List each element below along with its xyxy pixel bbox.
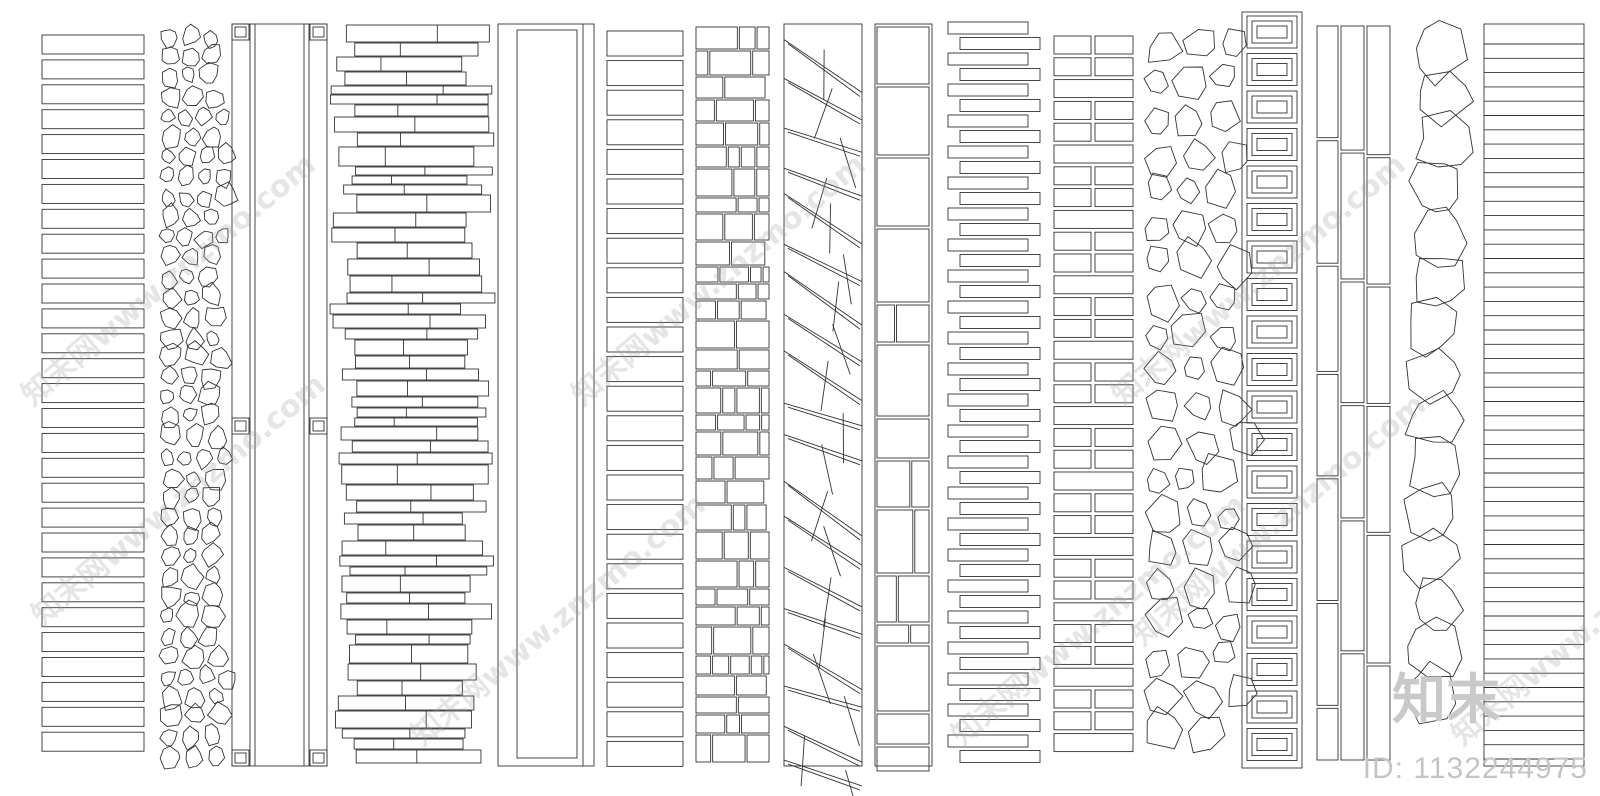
framed-strip-column bbox=[231, 23, 328, 767]
offset-plank-column bbox=[947, 21, 1041, 763]
staggered-slab-column bbox=[329, 24, 496, 764]
brick-pair-column bbox=[1053, 35, 1134, 753]
flagstone-column bbox=[1143, 28, 1265, 754]
rect-plank-column bbox=[41, 34, 145, 752]
asset-id-label: ID: 1132244975 bbox=[1362, 752, 1588, 785]
double-frame-column bbox=[497, 23, 595, 767]
crazy-pave-column bbox=[783, 23, 863, 796]
pebble-column bbox=[158, 23, 239, 770]
ashlar-column bbox=[695, 26, 770, 763]
random-block-column bbox=[874, 23, 933, 772]
framed-tile-column bbox=[1241, 11, 1303, 769]
wide-rect-column bbox=[606, 30, 684, 767]
brand-logo: 知末 bbox=[1392, 668, 1500, 731]
stepping-stone-column bbox=[1401, 20, 1475, 725]
deck-slat-column bbox=[1483, 23, 1585, 767]
timber-board-column bbox=[1316, 25, 1391, 761]
